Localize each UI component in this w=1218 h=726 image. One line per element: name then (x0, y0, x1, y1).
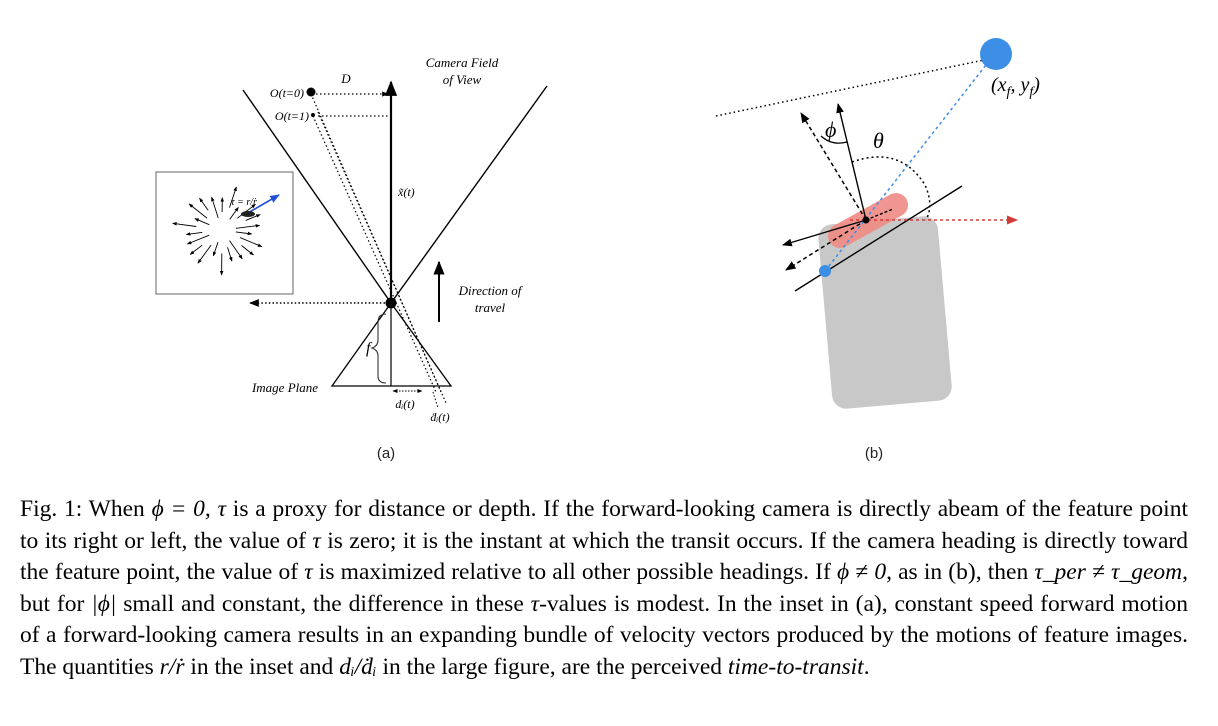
phi-label: ϕ (825, 117, 836, 142)
diagram-a: Camera Field of View D O(t=0) O(t=1) x̃(… (155, 55, 548, 462)
caption-s21: . (863, 653, 870, 680)
ray-t1b (317, 111, 447, 404)
caption-s7: is maximized relative to all other possi… (312, 559, 837, 586)
caption-s19: in the large figure, are the perceived (376, 653, 728, 680)
inset-velocity-arrow (189, 244, 203, 255)
inset-blue-vector (245, 194, 280, 215)
inset-velocity-arrow (185, 231, 203, 236)
vehicle-center (862, 216, 870, 224)
caption-s14: τ (530, 590, 540, 617)
inset-velocity-arrow (197, 244, 212, 264)
caption-s9: , as in (b), then (886, 559, 1035, 586)
inset-velocity-arrow (239, 237, 263, 248)
caption-s2: ϕ = 0, τ (151, 496, 226, 522)
o-t1-label: O(t=1) (275, 109, 309, 123)
di-dot-line (432, 391, 439, 409)
inset-velocity-arrow (199, 197, 209, 211)
subfigure-label-a: (a) (377, 445, 395, 462)
inset-velocity-arrow (211, 196, 219, 219)
caption-s16: r/ṙ (159, 653, 185, 680)
left-dashed-arrow (785, 219, 867, 271)
direction-label-1: Direction of (458, 283, 524, 298)
inset-velocity-arrow (241, 245, 254, 256)
caption-s10: τ_per ≠ τ_geom (1034, 559, 1183, 586)
image-plane-label: Image Plane (251, 380, 318, 395)
diagram-b: ϕ θ (xf, yf) (b) (715, 38, 1040, 462)
inset-velocity-arrow (188, 203, 208, 219)
inset-velocity-arrow (212, 241, 219, 257)
inset-velocity-arrow (229, 240, 243, 260)
caption-s15: -values is modest. In the inset in (a), … (20, 590, 1188, 680)
camera-fov-label-2: of View (443, 72, 482, 87)
caption-s4: τ (312, 527, 321, 554)
focal-brace (370, 313, 387, 384)
direction-label-2: travel (475, 300, 506, 315)
caption-s5: is zero; it is the instant at which the … (20, 527, 1188, 586)
figure-caption: Fig. 1: When ϕ = 0, τ is a proxy for dis… (20, 494, 1188, 684)
inset-velocity-arrow (194, 218, 210, 226)
phi-arc (820, 135, 848, 144)
camera-fov-label-1: Camera Field (426, 55, 499, 70)
di-label: dᵢ(t) (395, 397, 414, 411)
inset-velocity-arrow (229, 186, 237, 208)
vehicle-body (818, 216, 952, 409)
caption-s8: ϕ ≠ 0 (836, 559, 887, 586)
caption-s3: is a proxy for distance or depth. If the… (20, 496, 1188, 554)
di-dot-label: ḋᵢ(t) (430, 410, 449, 424)
caption-s12: |ϕ| (91, 590, 117, 617)
inset-tau-label: τ = r/ṙ (231, 197, 257, 208)
inset-velocity-arrow (229, 207, 239, 220)
fov-left-line (242, 89, 392, 304)
d-label: D (340, 71, 351, 86)
ray-t1 (312, 115, 437, 393)
o-t0-label: O(t=0) (270, 86, 304, 100)
inset-box: τ = r/ṙ (155, 171, 294, 295)
figure-panel: Camera Field of View D O(t=0) O(t=1) x̃(… (155, 38, 1040, 462)
caption-s1: Fig. 1: When (20, 496, 152, 522)
object-point-t1 (311, 113, 315, 117)
caption-s11: , but for (20, 559, 1188, 617)
fov-right-line (390, 85, 548, 304)
left-solid-arrow (782, 219, 867, 247)
inset-velocity-arrow (172, 222, 197, 227)
inset-velocity-arrow (245, 214, 261, 221)
inset-velocity-arrow (235, 231, 253, 236)
object-point-t0 (306, 87, 316, 97)
caption-s18: dᵢ/ḋᵢ (339, 653, 377, 680)
caption-s13: small and constant, the difference in th… (116, 590, 531, 617)
f-label: f (366, 340, 373, 357)
horizon-dotted-line (715, 59, 985, 117)
caption-s20: time-to-transit (727, 653, 864, 680)
feature-coord-label: (xf, yf) (991, 74, 1040, 100)
inset-velocity-arrow (235, 224, 261, 229)
car-icon (241, 211, 255, 217)
feature-point (980, 38, 1012, 70)
inset-velocity-arrow (186, 234, 210, 245)
theta-label: θ (873, 128, 884, 153)
camera-center-blue (819, 265, 831, 277)
caption-s17: in the inset and (184, 653, 340, 680)
x-t-label: x̃(t) (397, 185, 415, 199)
inset-velocity-arrow (227, 247, 233, 262)
caption-s6: τ (304, 559, 313, 586)
subfigure-label-b: (b) (865, 445, 883, 462)
